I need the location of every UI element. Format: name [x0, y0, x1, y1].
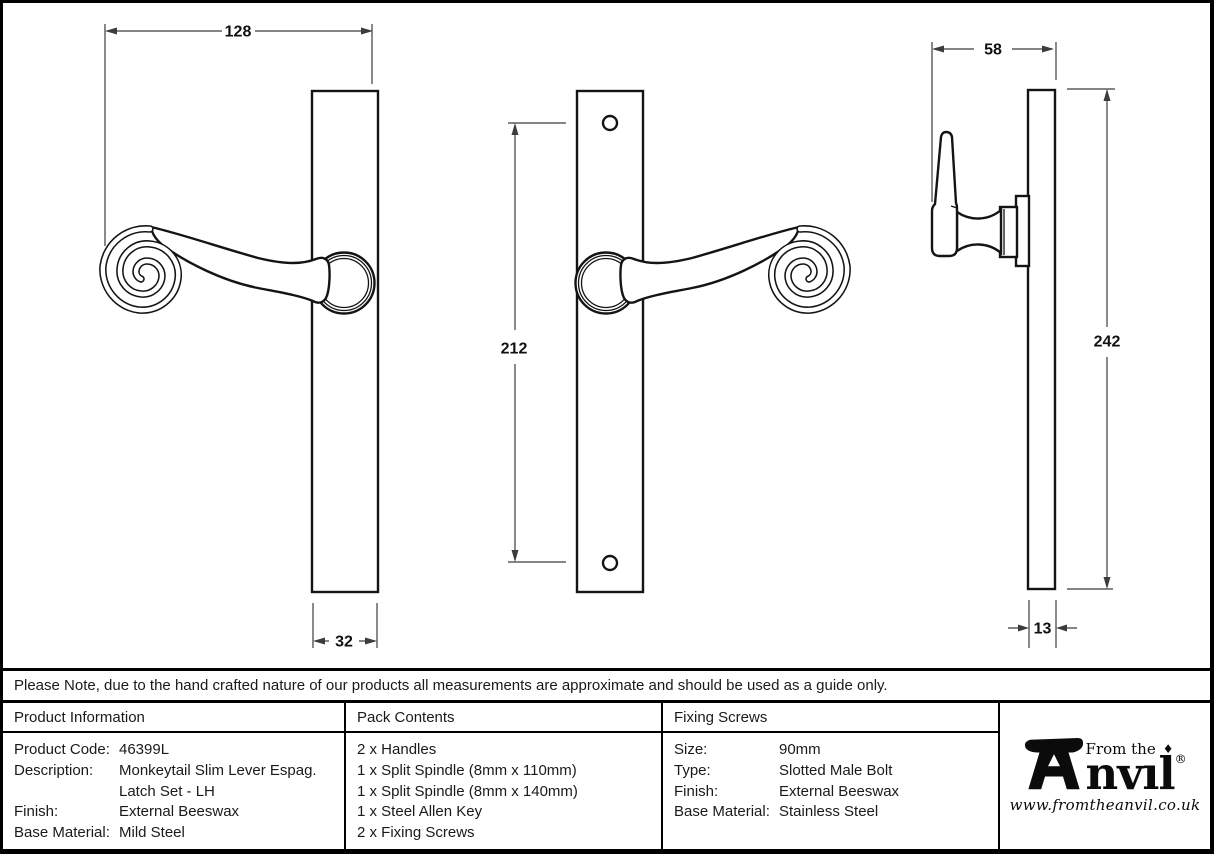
- collar-side: [998, 205, 1019, 259]
- disclaimer-bar: Please Note, due to the hand crafted nat…: [3, 668, 1210, 703]
- screw-hole-top: [601, 114, 619, 132]
- front-overall-width-label: 128: [225, 24, 252, 41]
- side-projection-label: 58: [984, 42, 1002, 59]
- fixing-screws-header: Fixing Screws: [663, 703, 1000, 733]
- screw-hole-bottom: [601, 554, 619, 572]
- plate-width-label: 32: [335, 634, 353, 651]
- logo-tagline: From the: [1085, 739, 1156, 758]
- product-information-header: Product Information: [3, 703, 346, 733]
- table-row: Base Material: Stainless Steel: [674, 803, 879, 821]
- neck-side: [955, 207, 1003, 256]
- lever-side: [930, 130, 959, 258]
- table-row: Description: Monkeytail Slim Lever Espag…: [14, 761, 317, 779]
- list-item: 2 x Fixing Screws: [357, 824, 475, 842]
- table-row: Product Code: 46399L: [14, 741, 170, 758]
- table-row: Finish: External Beeswax: [674, 782, 900, 800]
- front-view-right: 212: [501, 89, 847, 594]
- list-item: 2 x Handles: [357, 741, 437, 758]
- pack-contents-header: Pack Contents: [346, 703, 663, 733]
- backplate-side: [1026, 88, 1057, 591]
- table-row: Finish: External Beeswax: [14, 803, 240, 821]
- technical-drawing: 128 32 212: [3, 24, 1121, 651]
- fixing-centres-label: 212: [501, 341, 528, 358]
- front-view-left: 128 32: [103, 24, 380, 651]
- list-item: 1 x Split Spindle (8mm x 110mm): [357, 761, 577, 779]
- list-item: 1 x Steel Allen Key: [357, 803, 483, 821]
- logo-website: www.fromtheanvil.co.uk: [1009, 796, 1201, 814]
- brand-logo: From the ♦ nvıl® www.fromtheanvil.co.uk: [1000, 703, 1210, 849]
- list-item: 1 x Split Spindle (8mm x 140mm): [357, 782, 578, 800]
- spec-table: Product Information Pack Contents Fixing…: [3, 703, 1210, 849]
- table-row: Base Material: Mild Steel: [14, 824, 185, 842]
- diamond-icon: ♦: [1162, 741, 1174, 756]
- registered-mark: ®: [1174, 751, 1187, 766]
- logo-wordmark: nvıl®: [1085, 746, 1187, 800]
- fixing-screws-cell: Size: 90mm Type: Slotted Male Bolt Finis…: [663, 733, 1000, 849]
- plate-height-label: 242: [1094, 334, 1121, 351]
- side-view: 58 242 13: [930, 42, 1121, 648]
- backplate-drilled: [575, 89, 645, 594]
- table-row: Size: 90mm: [674, 741, 821, 758]
- table-row: Type: Slotted Male Bolt: [674, 761, 893, 779]
- pack-contents-cell: 2 x Handles 1 x Split Spindle (8mm x 110…: [346, 733, 663, 849]
- anvil-icon: [1024, 738, 1083, 790]
- table-row: Latch Set - LH: [119, 782, 215, 800]
- disclaimer-text: Please Note, due to the hand crafted nat…: [14, 677, 888, 694]
- product-information-cell: Product Code: 46399L Description: Monkey…: [3, 733, 346, 849]
- plate-thickness-label: 13: [1034, 621, 1052, 638]
- backplate-front: [310, 89, 380, 594]
